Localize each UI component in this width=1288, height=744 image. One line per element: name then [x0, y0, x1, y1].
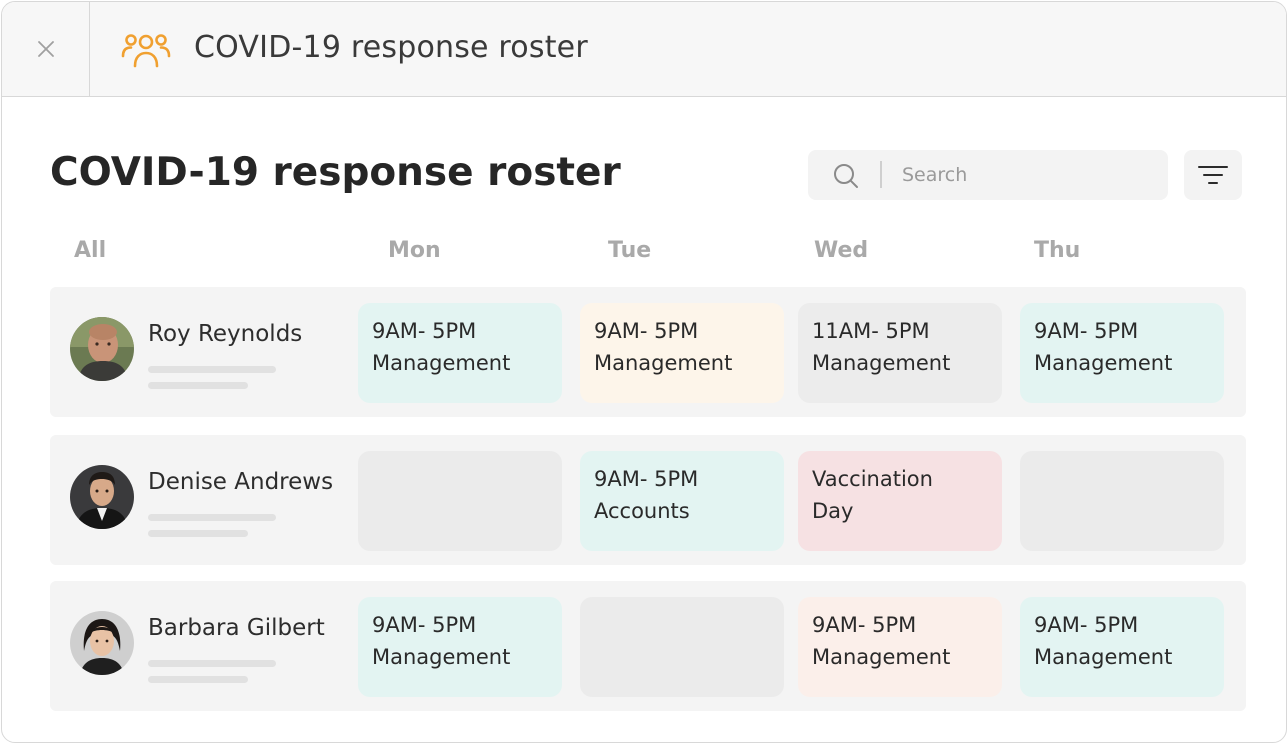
- placeholder-line: [148, 366, 276, 373]
- shift-role: Day: [812, 499, 854, 523]
- shift-time: 9AM- 5PM: [594, 319, 699, 343]
- search-box[interactable]: [808, 150, 1168, 200]
- avatar: [70, 317, 134, 381]
- table-row: Roy Reynolds 9AM- 5PM Management 9AM- 5P…: [50, 287, 1246, 417]
- shift-cell-thu-empty[interactable]: [1020, 451, 1224, 551]
- shift-role: Management: [1034, 645, 1173, 669]
- table-row: Barbara Gilbert 9AM- 5PM Management 9AM-…: [50, 581, 1246, 711]
- column-header-tue: Tue: [608, 238, 652, 263]
- shift-role: Management: [372, 351, 511, 375]
- shift-cell-wed[interactable]: 11AM- 5PM Management: [798, 303, 1002, 403]
- placeholder-line: [148, 676, 248, 683]
- placeholder-line: [148, 382, 248, 389]
- person-name: Roy Reynolds: [148, 321, 303, 347]
- shift-role: Management: [594, 351, 733, 375]
- close-button[interactable]: [2, 2, 90, 96]
- shift-time: 9AM- 5PM: [372, 319, 477, 343]
- filter-button[interactable]: [1184, 150, 1242, 200]
- page-title: COVID-19 response roster: [50, 150, 621, 195]
- title-bar: COVID-19 response roster: [2, 2, 1286, 97]
- search-icon: [834, 164, 858, 188]
- shift-cell-thu[interactable]: 9AM- 5PM Management: [1020, 597, 1224, 697]
- shift-time: 11AM- 5PM: [812, 319, 930, 343]
- group-users-icon: [121, 34, 171, 68]
- table-row: Denise Andrews 9AM- 5PM Accounts Vaccina…: [50, 435, 1246, 565]
- person-name: Denise Andrews: [148, 469, 334, 495]
- shift-cell-mon[interactable]: 9AM- 5PM Management: [358, 597, 562, 697]
- filter-icon: [1198, 166, 1228, 184]
- search-divider: [880, 161, 882, 188]
- avatar: [70, 611, 134, 675]
- shift-cell-thu[interactable]: 9AM- 5PM Management: [1020, 303, 1224, 403]
- shift-cell-mon-empty[interactable]: [358, 451, 562, 551]
- shift-cell-wed[interactable]: 9AM- 5PM Management: [798, 597, 1002, 697]
- shift-cell-tue-empty[interactable]: [580, 597, 784, 697]
- shift-time: 9AM- 5PM: [1034, 613, 1139, 637]
- shift-cell-tue[interactable]: 9AM- 5PM Management: [580, 303, 784, 403]
- shift-role: Management: [372, 645, 511, 669]
- shift-cell-tue[interactable]: 9AM- 5PM Accounts: [580, 451, 784, 551]
- placeholder-line: [148, 530, 248, 537]
- column-header-thu: Thu: [1034, 238, 1081, 263]
- placeholder-line: [148, 660, 276, 667]
- column-header-mon: Mon: [388, 238, 441, 263]
- shift-time: 9AM- 5PM: [812, 613, 917, 637]
- shift-role: Management: [812, 645, 951, 669]
- shift-role: Management: [812, 351, 951, 375]
- close-icon: [37, 41, 54, 57]
- shift-time: Vaccination: [812, 467, 933, 491]
- avatar: [70, 465, 134, 529]
- shift-role: Accounts: [594, 499, 690, 523]
- shift-time: 9AM- 5PM: [372, 613, 477, 637]
- shift-cell-mon[interactable]: 9AM- 5PM Management: [358, 303, 562, 403]
- shift-role: Management: [1034, 351, 1173, 375]
- placeholder-line: [148, 514, 276, 521]
- column-header-wed: Wed: [814, 238, 869, 263]
- window-title: COVID-19 response roster: [194, 30, 588, 65]
- shift-time: 9AM- 5PM: [1034, 319, 1139, 343]
- shift-time: 9AM- 5PM: [594, 467, 699, 491]
- column-header-all[interactable]: All: [74, 238, 107, 263]
- person-name: Barbara Gilbert: [148, 615, 325, 641]
- shift-cell-wed[interactable]: Vaccination Day: [798, 451, 1002, 551]
- search-input[interactable]: [902, 160, 1152, 190]
